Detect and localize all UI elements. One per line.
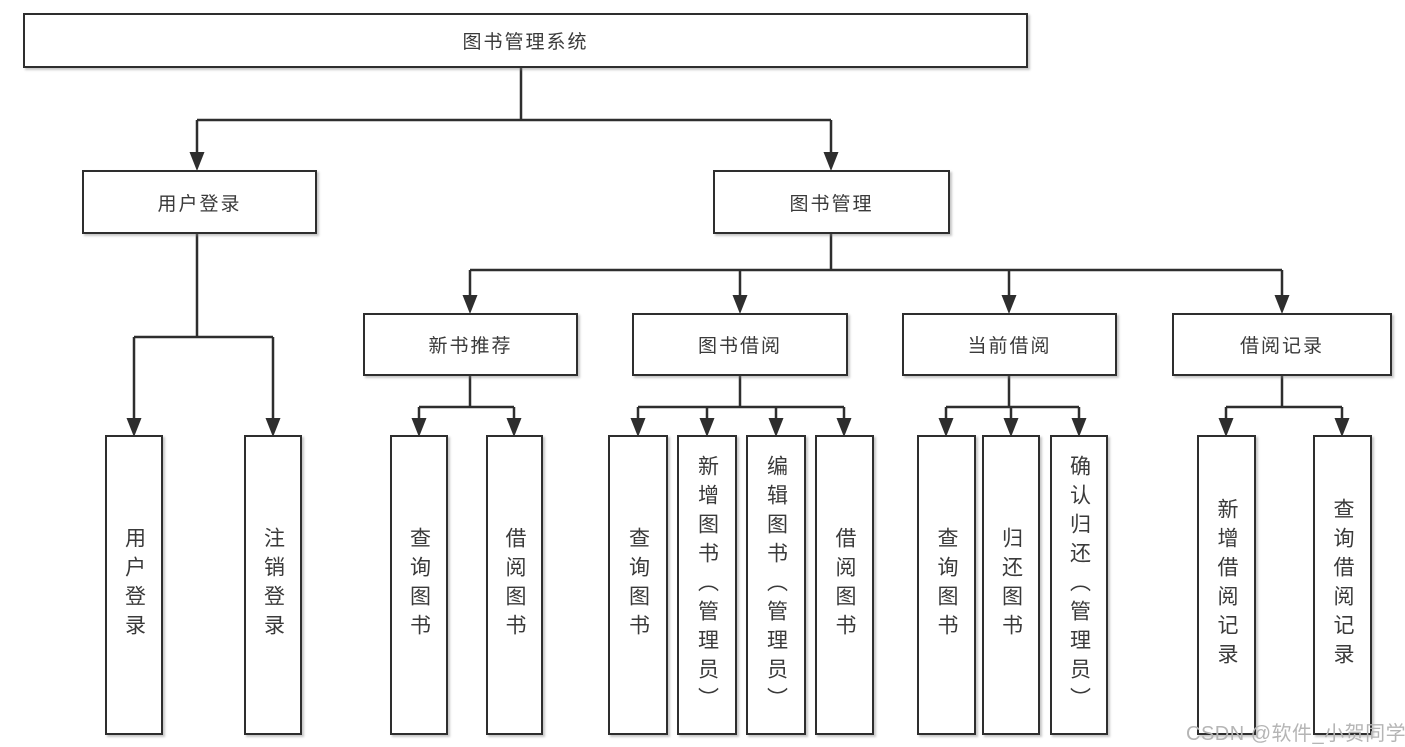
node-new-book-recommendation: 新书推荐 xyxy=(363,313,578,376)
node-label: 图书管理系统 xyxy=(462,32,589,53)
arrowhead-icon xyxy=(1218,418,1234,437)
node-label: 借阅记录 xyxy=(1239,336,1324,357)
arrowhead-icon xyxy=(768,418,784,437)
leaf-label: 确认归还（管理员） xyxy=(1067,454,1091,716)
node-current-borrowing: 当前借阅 xyxy=(902,313,1117,376)
leaf-label: 借阅图书 xyxy=(503,527,526,643)
node-label: 用户登录 xyxy=(157,193,242,215)
arrowhead-icon xyxy=(1071,418,1087,437)
arrowhead-icon xyxy=(1001,295,1017,314)
leaf-label: 归还图书 xyxy=(999,527,1023,643)
leaf-query-borrow-record: 查询借阅记录 xyxy=(1313,435,1372,735)
node-book-borrowing: 图书借阅 xyxy=(632,313,848,376)
node-label: 图书借阅 xyxy=(697,336,782,357)
arrowhead-icon xyxy=(189,152,205,171)
node-label: 当前借阅 xyxy=(967,336,1052,357)
arrowhead-icon xyxy=(699,418,715,437)
leaf-add-books-admin: 新增图书（管理员） xyxy=(677,435,737,735)
leaf-borrow-books-recommend: 借阅图书 xyxy=(486,435,543,735)
arrowhead-icon xyxy=(836,418,852,437)
arrowhead-icon xyxy=(938,418,954,437)
leaf-borrow-books: 借阅图书 xyxy=(815,435,874,735)
arrowhead-icon xyxy=(1334,418,1350,437)
leaf-logout: 注销登录 xyxy=(244,435,302,735)
leaf-label: 查询图书 xyxy=(935,527,958,643)
leaf-label: 用户登录 xyxy=(122,527,146,643)
arrowhead-icon xyxy=(462,295,478,314)
arrowhead-icon xyxy=(1003,418,1019,437)
arrowhead-icon xyxy=(1274,295,1290,314)
leaf-user-login: 用户登录 xyxy=(105,435,163,735)
leaf-confirm-return-admin: 确认归还（管理员） xyxy=(1050,435,1108,735)
leaf-edit-books-admin: 编辑图书（管理员） xyxy=(746,435,806,735)
leaf-label: 查询图书 xyxy=(407,527,431,643)
leaf-query-books-recommend: 查询图书 xyxy=(390,435,448,735)
arrowhead-icon xyxy=(411,418,427,437)
leaf-label: 注销登录 xyxy=(261,527,285,643)
node-book-management-branch: 图书管理 xyxy=(713,170,950,234)
node-borrowing-records: 借阅记录 xyxy=(1172,313,1392,376)
arrowhead-icon xyxy=(823,152,839,171)
leaf-add-borrow-record: 新增借阅记录 xyxy=(1197,435,1256,735)
node-label: 新书推荐 xyxy=(428,336,513,357)
node-library-management-system: 图书管理系统 xyxy=(23,13,1028,68)
arrowhead-icon xyxy=(265,418,281,437)
leaf-label: 借阅图书 xyxy=(833,527,856,643)
leaf-return-books: 归还图书 xyxy=(982,435,1040,735)
arrowhead-icon xyxy=(506,418,522,437)
leaf-query-books-borrowing: 查询图书 xyxy=(608,435,668,735)
node-label: 图书管理 xyxy=(789,193,874,215)
leaf-label: 查询图书 xyxy=(626,527,650,643)
leaf-label: 新增图书（管理员） xyxy=(695,454,719,716)
leaf-label: 新增借阅记录 xyxy=(1215,498,1238,672)
arrowhead-icon xyxy=(732,295,748,314)
leaf-label: 查询借阅记录 xyxy=(1331,498,1354,672)
node-user-login-branch: 用户登录 xyxy=(82,170,317,234)
arrowhead-icon xyxy=(630,418,646,437)
arrowhead-icon xyxy=(126,418,142,437)
leaf-query-books-current: 查询图书 xyxy=(917,435,976,735)
watermark: CSDN @软件_小贺同学 xyxy=(1186,723,1405,745)
leaf-label: 编辑图书（管理员） xyxy=(764,454,788,716)
